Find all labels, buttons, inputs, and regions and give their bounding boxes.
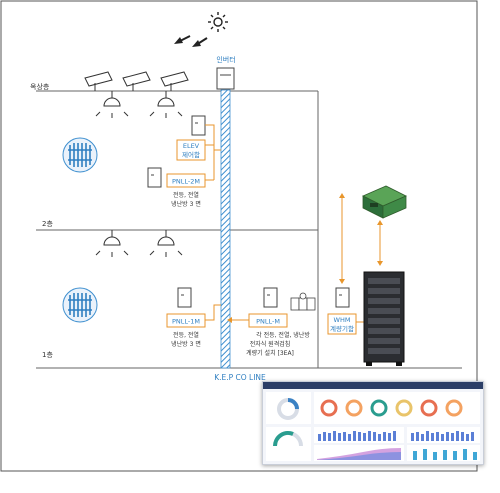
pnll1m-desc1: 전등, 전열 xyxy=(173,331,199,339)
pnllm-label: PNLL-M xyxy=(256,318,280,326)
sunlight-arrows xyxy=(174,35,208,47)
whm-label-line2: 계량기함 xyxy=(330,324,354,333)
elev-label-box xyxy=(176,139,206,161)
heat-pump-icon xyxy=(62,137,98,173)
pnll2m-desc1: 전등, 전열 xyxy=(173,191,199,199)
dashboard-graphic xyxy=(263,382,483,461)
floor-label-roof: 옥상층 xyxy=(30,82,50,91)
pnll2m-label: PNLL-2M xyxy=(172,178,200,186)
pnll1m-label: PNLL-1M xyxy=(172,318,200,326)
whm-label-box xyxy=(327,313,357,335)
sun-icon xyxy=(208,12,228,32)
electrical-riser xyxy=(220,89,231,369)
dashboard-screenshot xyxy=(262,381,484,465)
floor-label-2f: 2층 xyxy=(42,219,53,228)
dashboard-header-bar xyxy=(263,382,483,389)
pnll2m-desc2: 냉난방 3 면 xyxy=(171,200,201,208)
elev-panel-icon xyxy=(191,115,206,136)
pnll2m-panel-icon xyxy=(147,167,162,188)
outer-frame xyxy=(0,0,478,472)
ceiling-light-icon xyxy=(95,91,183,118)
building-outline xyxy=(36,90,319,369)
inverter-box xyxy=(216,67,235,90)
floor-label-1f: 1층 xyxy=(42,350,53,359)
solar-panel-icon xyxy=(84,71,189,91)
meter-icon xyxy=(290,292,316,311)
pnll1m-desc2: 냉난방 3 면 xyxy=(171,340,201,348)
pnll1m-panel-icon xyxy=(177,287,192,308)
whm-panel-icon xyxy=(335,287,350,308)
elev-label-line1: ELEV xyxy=(183,142,200,150)
elev-label-line2: 제어함 xyxy=(182,150,200,159)
heat-pump-icon xyxy=(62,287,98,323)
ceiling-light-icon xyxy=(95,230,183,257)
pnllm-panel-icon xyxy=(263,287,278,308)
pnllm-desc1: 각 전등, 전열, 냉난방 xyxy=(256,331,310,339)
gateway-device-icon xyxy=(362,185,407,219)
arrow-icon xyxy=(227,317,232,323)
kep-line-label: K.E.P CO LINE xyxy=(214,373,266,382)
inverter-label: 인버터 xyxy=(216,55,235,64)
pnllm-desc3: 계량기 설치 [3EA] xyxy=(246,349,294,357)
pnllm-desc2: 전자식 원격검침 xyxy=(250,340,291,348)
server-rack-icon xyxy=(363,271,405,366)
whm-label-line1: WHM xyxy=(334,316,351,324)
pnll2m-label-box xyxy=(166,173,206,188)
